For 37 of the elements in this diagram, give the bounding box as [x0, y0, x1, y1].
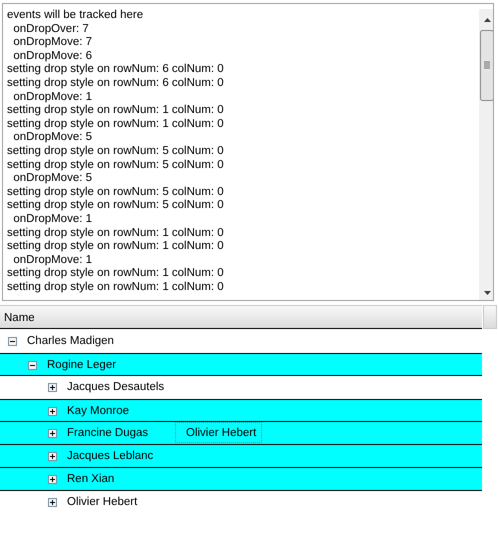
row-text: Olivier Hebert [67, 496, 138, 508]
tree-row [0, 422, 482, 445]
row-text: Ren Xian [67, 473, 114, 485]
log-line: setting drop style on rowNum: 5 colNum: 0 [7, 145, 224, 158]
log-line: onDropOver: 7 [12, 22, 89, 36]
tree-row [0, 468, 482, 491]
log-line: setting drop style on rowNum: 5 colNum: 0 [7, 158, 224, 172]
log-line: setting drop style on rowNum: 1 colNum: 0 [7, 267, 224, 280]
log-line: onDropMove: 7 [12, 36, 92, 50]
tree-row [0, 353, 482, 376]
log-line: setting drop style on rowNum: 1 colNum: 0 [7, 226, 224, 240]
row-text: Kay Monroe [67, 405, 130, 417]
log-line: events will be tracked here [7, 9, 144, 22]
tree-row [0, 445, 482, 468]
log-line: setting drop style on rowNum: 6 colNum: 0 [7, 63, 224, 76]
log-line: onDropMove: 5 [12, 131, 92, 144]
log-line: setting drop style on rowNum: 5 colNum: 0 [7, 199, 224, 212]
log-line: setting drop style on rowNum: 5 colNum: 0 [7, 186, 224, 199]
row-text: Jacques Desautels [67, 381, 164, 393]
row-text: Francine Dugas [67, 427, 148, 439]
log-line: onDropMove: 5 [12, 172, 92, 186]
log-line: setting drop style on rowNum: 1 colNum: 0 [7, 118, 224, 131]
row-text: Charles Madigen [27, 335, 114, 347]
row-text: Rogine Leger [47, 359, 116, 371]
row-text: Jacques Leblanc [67, 450, 154, 462]
drag-proxy-text: Olivier Hebert [186, 427, 256, 439]
log-line: setting drop style on rowNum: 6 colNum: 0 [7, 77, 224, 90]
tree-row [0, 399, 482, 422]
log-line: setting drop style on rowNum: 1 colNum: 0 [7, 281, 224, 294]
log-line: onDropMove: 6 [12, 50, 92, 63]
column-header-text: Name [4, 312, 35, 324]
log-line: setting drop style on rowNum: 1 colNum: 0 [7, 104, 224, 118]
log-line: setting drop style on rowNum: 1 colNum: 0 [7, 240, 224, 254]
log-line: onDropMove: 1 [12, 254, 92, 267]
log-line: onDropMove: 1 [12, 213, 92, 226]
drag-proxy [175, 422, 262, 443]
log-line: onDropMove: 1 [12, 90, 92, 104]
